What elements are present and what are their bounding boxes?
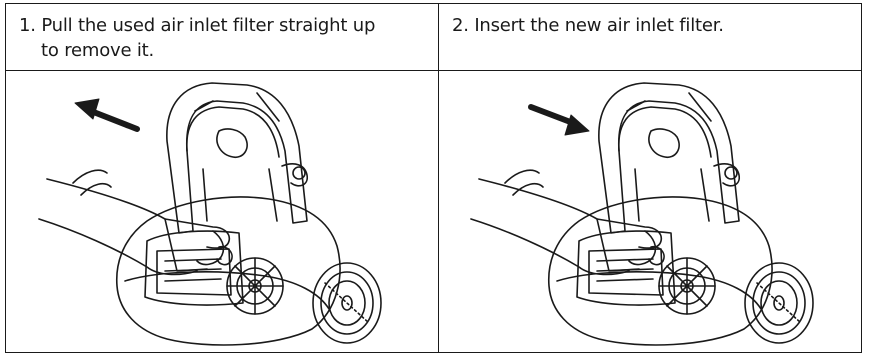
vacuum-wheel (745, 263, 813, 343)
step-2-number: 2. (452, 15, 469, 36)
step-2-illustration (439, 71, 869, 353)
vacuum-lid (167, 83, 307, 233)
arrow-down-right-icon (531, 107, 589, 135)
step-1-text: 1. Pull the used air inlet filter straig… (19, 13, 424, 63)
step-1-number: 1. (19, 15, 36, 36)
step-2-text: 2. Insert the new air inlet filter. (452, 13, 852, 38)
vacuum-body (549, 164, 772, 345)
instruction-table: 1. Pull the used air inlet filter straig… (5, 3, 862, 353)
vacuum-body (117, 164, 340, 345)
vacuum-lid (599, 83, 739, 233)
step-1-line2: to remove it. (19, 38, 424, 63)
step-2-line1: Insert the new air inlet filter. (474, 15, 724, 36)
arrow-up-left-icon (75, 99, 137, 129)
step-1-illustration (7, 71, 437, 353)
vacuum-wheel (313, 263, 381, 343)
step-1-line1: Pull the used air inlet filter straight … (41, 15, 375, 36)
